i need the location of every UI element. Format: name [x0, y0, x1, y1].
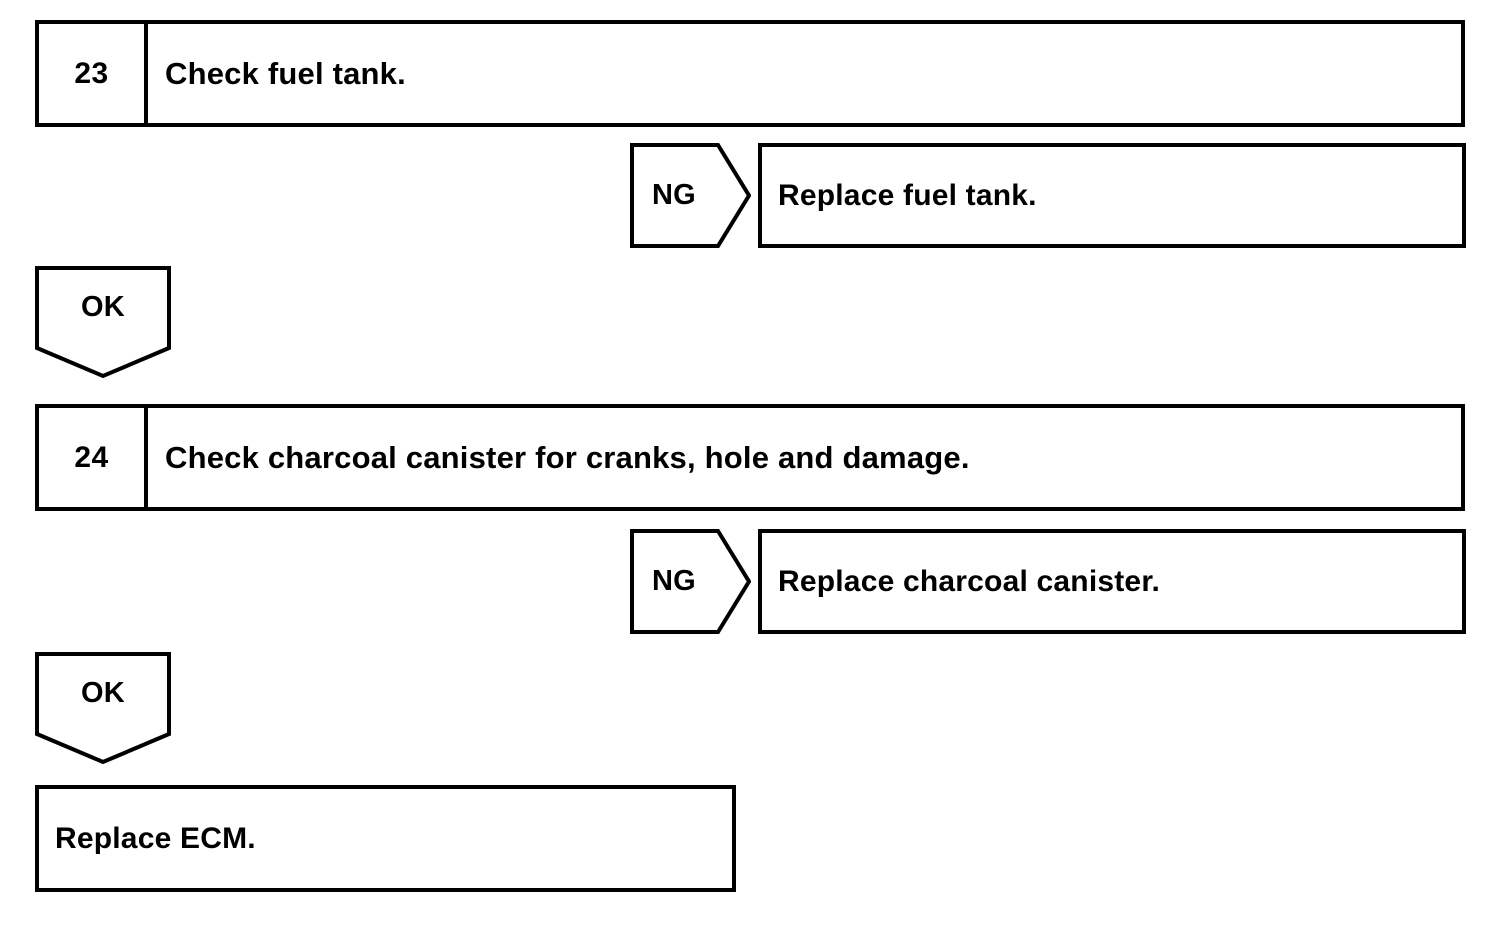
ok-arrow-23: OK	[35, 266, 171, 379]
ok-arrow-24: OK	[35, 652, 171, 765]
ng-arrow-24: NG	[630, 529, 751, 634]
ok-arrow-shape	[35, 266, 171, 379]
step-box-24: 24 Check charcoal canister for cranks, h…	[35, 404, 1465, 511]
step-box-23: 23 Check fuel tank.	[35, 20, 1465, 127]
ng-arrow-label: NG	[651, 179, 697, 211]
step-instruction: Check charcoal canister for cranks, hole…	[165, 439, 970, 475]
ng-arrow-shape	[630, 143, 751, 248]
ng-result-box-24: Replace charcoal canister.	[758, 529, 1466, 634]
ng-arrow-23: NG	[630, 143, 751, 248]
ng-arrow-label: NG	[651, 565, 697, 597]
ng-result-text: Replace fuel tank.	[778, 178, 1037, 212]
ok-arrow-label: OK	[80, 676, 126, 709]
ng-result-box-23: Replace fuel tank.	[758, 143, 1466, 248]
final-result-text: Replace ECM.	[55, 821, 256, 855]
ok-arrow-label: OK	[80, 290, 126, 323]
ok-arrow-shape	[35, 652, 171, 765]
step-number: 24	[39, 408, 148, 507]
step-instruction: Check fuel tank.	[165, 55, 406, 91]
ng-result-text: Replace charcoal canister.	[778, 564, 1161, 598]
ng-arrow-shape	[630, 529, 751, 634]
final-result-box: Replace ECM.	[35, 785, 736, 892]
step-number: 23	[39, 24, 148, 123]
